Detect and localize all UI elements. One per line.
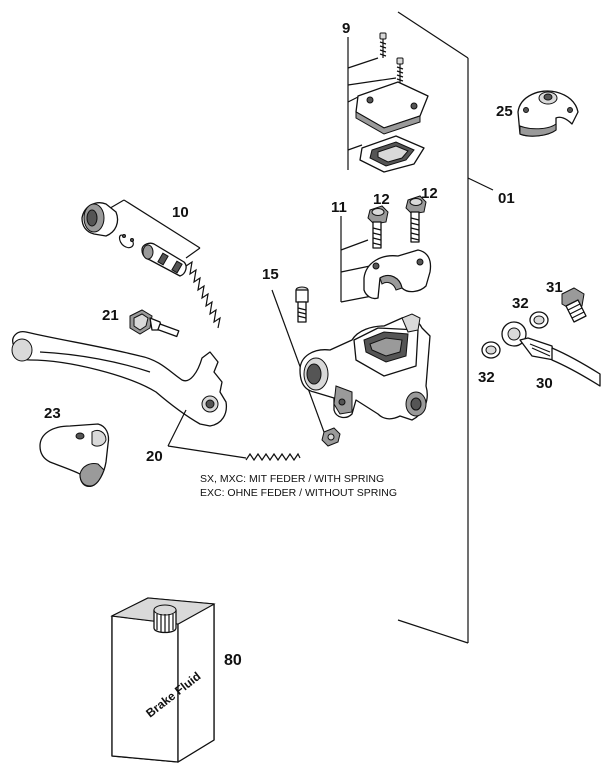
label-32-top: 32 [512, 295, 529, 312]
label-31: 31 [546, 279, 563, 296]
banjo-bolt [561, 287, 587, 323]
handlebar-clamp-assembly [340, 195, 432, 303]
spring-note-line1: SX, MXC: MIT FEDER / WITH SPRING [200, 473, 384, 485]
label-10: 10 [172, 204, 189, 221]
label-12-a: 12 [373, 191, 390, 208]
pivot-bolt-and-nut [271, 286, 341, 447]
label-01: 01 [498, 190, 515, 207]
label-80: 80 [224, 652, 242, 669]
brake-fluid-bottle: Brake Fluid [110, 597, 216, 763]
reservoir-cover-assembly [347, 32, 429, 173]
label-25: 25 [496, 103, 513, 120]
lever-guard [39, 423, 110, 488]
cover-screw-2 [396, 57, 404, 84]
mirror-clamp-part [517, 90, 579, 137]
group-bracket [397, 11, 494, 644]
label-20: 20 [146, 448, 163, 465]
clamp-bolt-1 [367, 205, 389, 249]
cover-screw-1 [379, 32, 387, 58]
label-11: 11 [331, 199, 347, 216]
label-21: 21 [102, 307, 119, 324]
piston-kit [81, 199, 221, 329]
label-9: 9 [342, 20, 350, 37]
brake-line-assembly [481, 287, 601, 387]
adjuster-screw [129, 309, 180, 338]
spring-note-line2: EXC: OHNE FEDER / WITHOUT SPRING [200, 487, 397, 499]
label-32-bottom: 32 [478, 369, 495, 386]
label-15: 15 [262, 266, 279, 283]
label-12-b: 12 [421, 185, 438, 202]
brake-lever [11, 331, 301, 462]
clamp-bolt-2 [405, 195, 427, 243]
label-23: 23 [44, 405, 61, 422]
master-cylinder-body [299, 313, 431, 421]
label-30: 30 [536, 375, 553, 392]
